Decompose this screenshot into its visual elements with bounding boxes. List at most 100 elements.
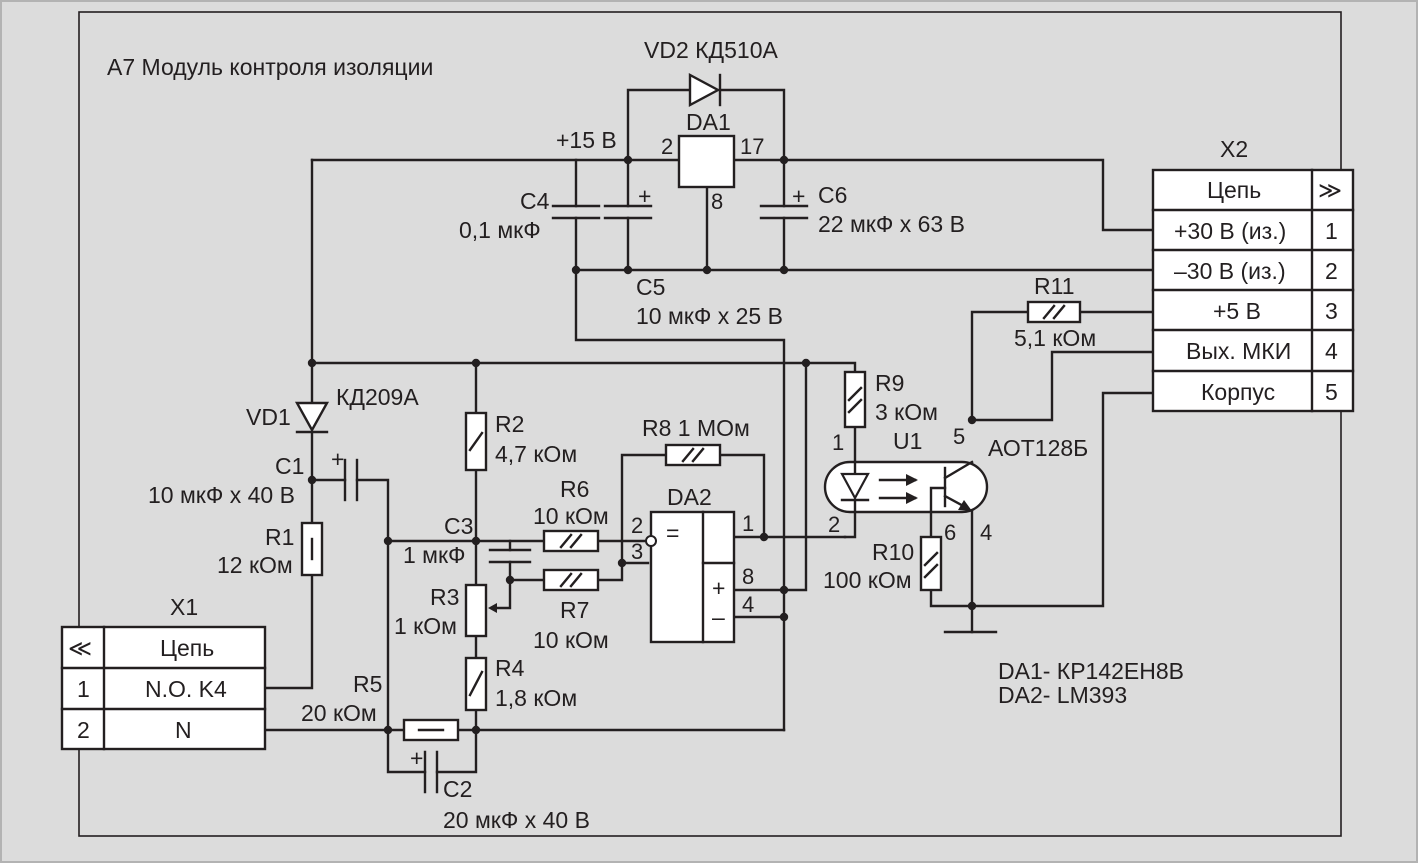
r9-name: R9 bbox=[875, 370, 904, 396]
da2-pin-3: 3 bbox=[631, 539, 643, 564]
c3-name: C3 bbox=[444, 513, 473, 539]
junction-dot bbox=[505, 575, 515, 585]
resistor-r6 bbox=[542, 529, 600, 553]
da1-label: DA1 bbox=[686, 109, 731, 135]
u1-type: АОТ128Б bbox=[988, 435, 1088, 461]
r6-value: 10 кОм bbox=[533, 503, 609, 529]
vd2-label: VD2 КД510А bbox=[644, 37, 778, 63]
comparator-da2 bbox=[645, 510, 736, 644]
x1-header: Цепь bbox=[160, 635, 214, 661]
junction-dot bbox=[779, 585, 789, 595]
c4-value: 0,1 мкФ bbox=[459, 217, 541, 243]
c3-value: 1 мкФ bbox=[403, 542, 466, 568]
x1-row-label: N.O. K4 bbox=[145, 676, 227, 702]
r3-value: 1 кОм bbox=[394, 613, 457, 639]
x2-row-num: 5 bbox=[1325, 379, 1338, 405]
junction-dot bbox=[617, 558, 627, 568]
c5-value: 10 мкФ х 25 В bbox=[636, 303, 783, 329]
da2-pin-8: 8 bbox=[742, 564, 754, 589]
r7-value: 10 кОм bbox=[533, 627, 609, 653]
r5-value: 20 кОм bbox=[301, 700, 377, 726]
x2-row-num: 2 bbox=[1325, 258, 1338, 284]
capacitor-c5 bbox=[603, 204, 653, 220]
u1-pin-5: 5 bbox=[953, 424, 965, 449]
c1-value: 10 мкФ х 40 В bbox=[148, 482, 295, 508]
u1-pin-4: 4 bbox=[980, 520, 992, 545]
vd1-type: КД209А bbox=[336, 384, 419, 410]
da1-pin-17: 17 bbox=[740, 134, 764, 159]
junction-dot bbox=[702, 265, 712, 275]
note-da1: DA1- КР142ЕН8В bbox=[998, 658, 1184, 684]
x1-row-num: 2 bbox=[77, 717, 90, 743]
r11-name: R11 bbox=[1034, 273, 1075, 299]
junction-dot bbox=[801, 358, 811, 368]
x2-row-num: 3 bbox=[1325, 298, 1338, 324]
vd1-name: VD1 bbox=[246, 404, 291, 430]
c6-name: C6 bbox=[818, 182, 847, 208]
junction-dot bbox=[571, 265, 581, 275]
da2-eq: = bbox=[666, 520, 679, 546]
c6-value: 22 мкФ х 63 В bbox=[818, 211, 965, 237]
resistor-r1 bbox=[300, 521, 324, 577]
capacitor-c3 bbox=[488, 548, 532, 564]
r9-value: 3 кОм bbox=[875, 399, 938, 425]
junction-dot bbox=[307, 358, 317, 368]
da2-label: DA2 bbox=[667, 484, 712, 510]
x2-row-label: +5 В bbox=[1213, 298, 1261, 324]
resistor-r2 bbox=[464, 411, 488, 472]
c5-plus: + bbox=[638, 183, 651, 209]
junction-dot bbox=[759, 532, 769, 542]
diode-vd2 bbox=[688, 72, 722, 108]
r10-name: R10 bbox=[872, 539, 914, 565]
x2-row-num: 4 bbox=[1325, 338, 1338, 364]
junction-dot bbox=[307, 475, 317, 485]
junction-dot bbox=[383, 536, 393, 546]
diode-vd1 bbox=[294, 401, 330, 434]
junction-dot bbox=[779, 612, 789, 622]
u1-name: U1 bbox=[893, 428, 922, 454]
r1-name: R1 bbox=[265, 524, 294, 550]
ic-da1 bbox=[677, 134, 736, 189]
r7-name: R7 bbox=[560, 597, 589, 623]
capacitor-c4 bbox=[551, 204, 601, 220]
junction-dot bbox=[471, 358, 481, 368]
junction-dot bbox=[383, 725, 393, 735]
r3-name: R3 bbox=[430, 584, 459, 610]
x2-row-label: Корпус bbox=[1201, 379, 1275, 405]
x2-header: Цепь bbox=[1207, 177, 1261, 203]
resistor-r5 bbox=[402, 718, 460, 742]
x2-row-label: Вых. МКИ bbox=[1186, 338, 1291, 364]
x2-row-label: +30 В (из.) bbox=[1174, 218, 1286, 244]
junction-dot bbox=[471, 536, 481, 546]
da1-pin-8: 8 bbox=[711, 189, 723, 214]
wires bbox=[263, 88, 1155, 774]
c2-name: C2 bbox=[443, 776, 472, 802]
junction-dot bbox=[967, 415, 977, 425]
c2-value: 20 мкФ х 40 В bbox=[443, 807, 590, 833]
da2-pin-1: 1 bbox=[742, 511, 754, 536]
capacitor-c6 bbox=[759, 204, 809, 220]
r5-name: R5 bbox=[353, 671, 382, 697]
resistor-r11 bbox=[1026, 300, 1082, 324]
r2-value: 4,7 кОм bbox=[495, 441, 577, 467]
u1-pin-2: 2 bbox=[828, 512, 840, 537]
note-da2: DA2- LM393 bbox=[998, 682, 1127, 708]
junction-dot bbox=[623, 265, 633, 275]
resistor-r4 bbox=[464, 656, 488, 712]
resistor-r10 bbox=[919, 535, 943, 592]
r6-name: R6 bbox=[560, 476, 589, 502]
resistor-r8 bbox=[664, 443, 722, 467]
c2-plus: + bbox=[410, 745, 423, 771]
c5-name: C5 bbox=[636, 274, 665, 300]
da2-plus: + bbox=[712, 575, 725, 601]
c6-plus: + bbox=[792, 183, 805, 209]
x2-row-num: 1 bbox=[1325, 218, 1338, 244]
junction-dot bbox=[779, 155, 789, 165]
x2-row-label: –30 В (из.) bbox=[1174, 258, 1286, 284]
r1-value: 12 кОм bbox=[217, 552, 293, 578]
junction-dot bbox=[967, 601, 977, 611]
potentiometer-r3 bbox=[464, 583, 497, 638]
x1-name: X1 bbox=[170, 594, 198, 620]
x1-header-symbol: ≪ bbox=[68, 635, 92, 661]
